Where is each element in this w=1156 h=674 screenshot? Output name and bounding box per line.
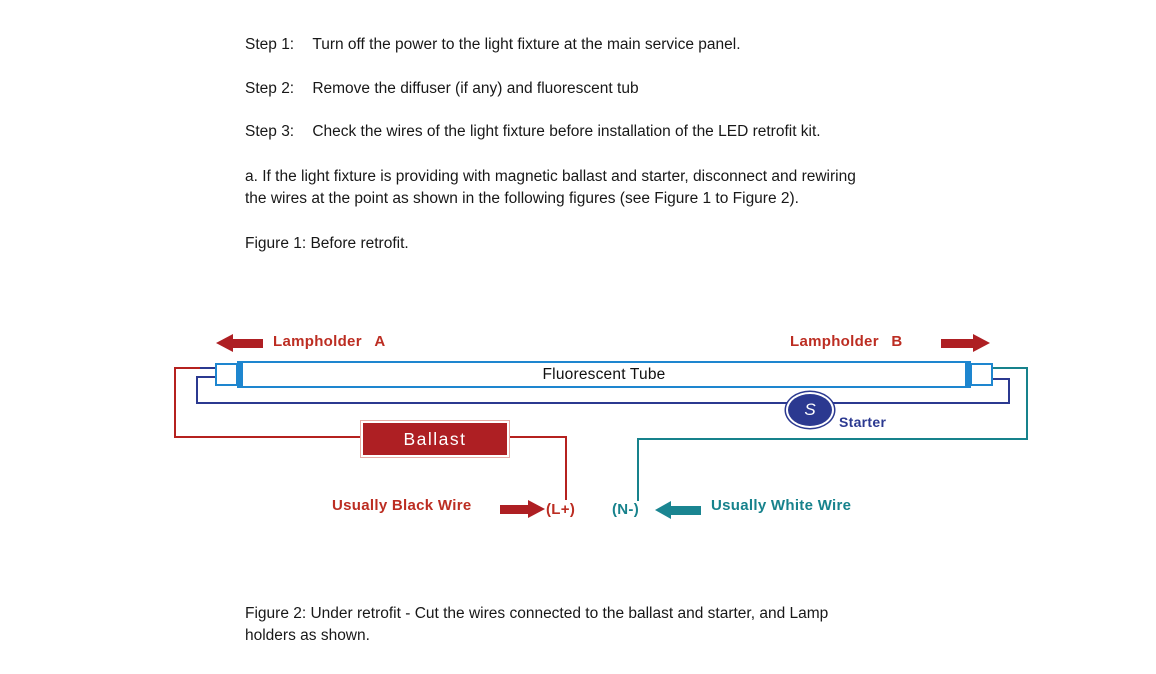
step-3-line: Step 3: Check the wires of the light fix… <box>245 121 821 143</box>
starter-symbol: S <box>786 392 834 428</box>
starter-label: Starter <box>839 414 887 430</box>
lampholder-a-letter: A <box>374 333 386 350</box>
red-wire-left-vertical <box>174 367 176 438</box>
red-wire-to-ballast <box>174 436 365 438</box>
lampholder-a-word: Lampholder <box>273 333 362 350</box>
navy-wire-right-vertical <box>1008 378 1010 404</box>
teal-wire-down-to-neutral <box>637 438 639 501</box>
step-3-text: Check the wires of the light fixture bef… <box>312 123 821 140</box>
white-wire-arrow-icon <box>655 501 701 519</box>
red-wire-down-to-live <box>565 436 567 500</box>
arrow-shaft <box>671 505 701 515</box>
arrow-shaft <box>233 338 263 348</box>
starter-letter: S <box>804 400 816 419</box>
lampholder-b-letter: B <box>891 333 903 350</box>
figure2-caption-line-1: Figure 2: Under retrofit - Cut the wires… <box>245 605 829 622</box>
figure2-caption-line-2: holders as shown. <box>245 627 370 644</box>
ballast-box: Ballast <box>363 423 507 455</box>
step-1-line: Step 1: Turn off the power to the light … <box>245 34 741 56</box>
arrow-head <box>973 334 990 352</box>
black-wire-label: Usually Black Wire <box>332 497 472 514</box>
arrow-head <box>528 500 545 518</box>
teal-wire-horizontal <box>637 438 1028 440</box>
lampholder-a-arrow-icon <box>216 334 263 352</box>
navy-wire-under-tube <box>196 402 1010 404</box>
lampholder-a-label: Lampholder A <box>273 333 385 350</box>
lampholder-b-word: Lampholder <box>790 333 879 350</box>
white-wire-label: Usually White Wire <box>711 497 852 514</box>
figure2-caption: Figure 2: Under retrofit - Cut the wires… <box>245 603 828 647</box>
fluorescent-tube-label: Fluorescent Tube <box>542 365 666 383</box>
lampholder-b-arrow-icon <box>941 334 990 352</box>
arrow-shaft <box>500 504 528 514</box>
note-a-paragraph: a. If the light fixture is providing wit… <box>245 166 856 210</box>
step-2-text: Remove the diffuser (if any) and fluores… <box>312 80 639 97</box>
neutral-terminal-label: (N-) <box>612 501 640 518</box>
note-a-line-1: a. If the light fixture is providing wit… <box>245 168 856 185</box>
navy-wire-left-vertical <box>196 376 198 404</box>
lampholder-b-connector <box>970 363 993 386</box>
step-2-line: Step 2: Remove the diffuser (if any) and… <box>245 78 639 100</box>
red-wire-top-left <box>174 367 202 369</box>
ballast-label: Ballast <box>403 428 467 449</box>
lampholder-b-pin-bottom <box>993 378 1010 380</box>
black-wire-arrow-icon <box>500 500 545 518</box>
red-wire-from-ballast <box>505 436 567 438</box>
teal-wire-right-vertical <box>1026 367 1028 440</box>
step-3-label: Step 3: <box>245 123 295 140</box>
lampholder-a-pin-bottom <box>196 376 216 378</box>
step-2-label: Step 2: <box>245 80 295 97</box>
note-a-line-2: the wires at the point as shown in the f… <box>245 190 799 207</box>
fluorescent-tube: Fluorescent Tube <box>237 361 971 388</box>
figure1-caption: Figure 1: Before retrofit. <box>245 235 409 252</box>
lampholder-a-connector <box>215 363 238 386</box>
lampholder-a-pin-top <box>200 367 216 369</box>
live-terminal-label: (L+) <box>546 501 576 518</box>
arrow-head <box>216 334 233 352</box>
teal-wire-top-right <box>993 367 1028 369</box>
lampholder-b-label: Lampholder B <box>790 333 902 350</box>
arrow-shaft <box>941 338 973 348</box>
step-1-text: Turn off the power to the light fixture … <box>312 36 741 53</box>
step-1-label: Step 1: <box>245 36 295 53</box>
arrow-head <box>655 501 671 519</box>
